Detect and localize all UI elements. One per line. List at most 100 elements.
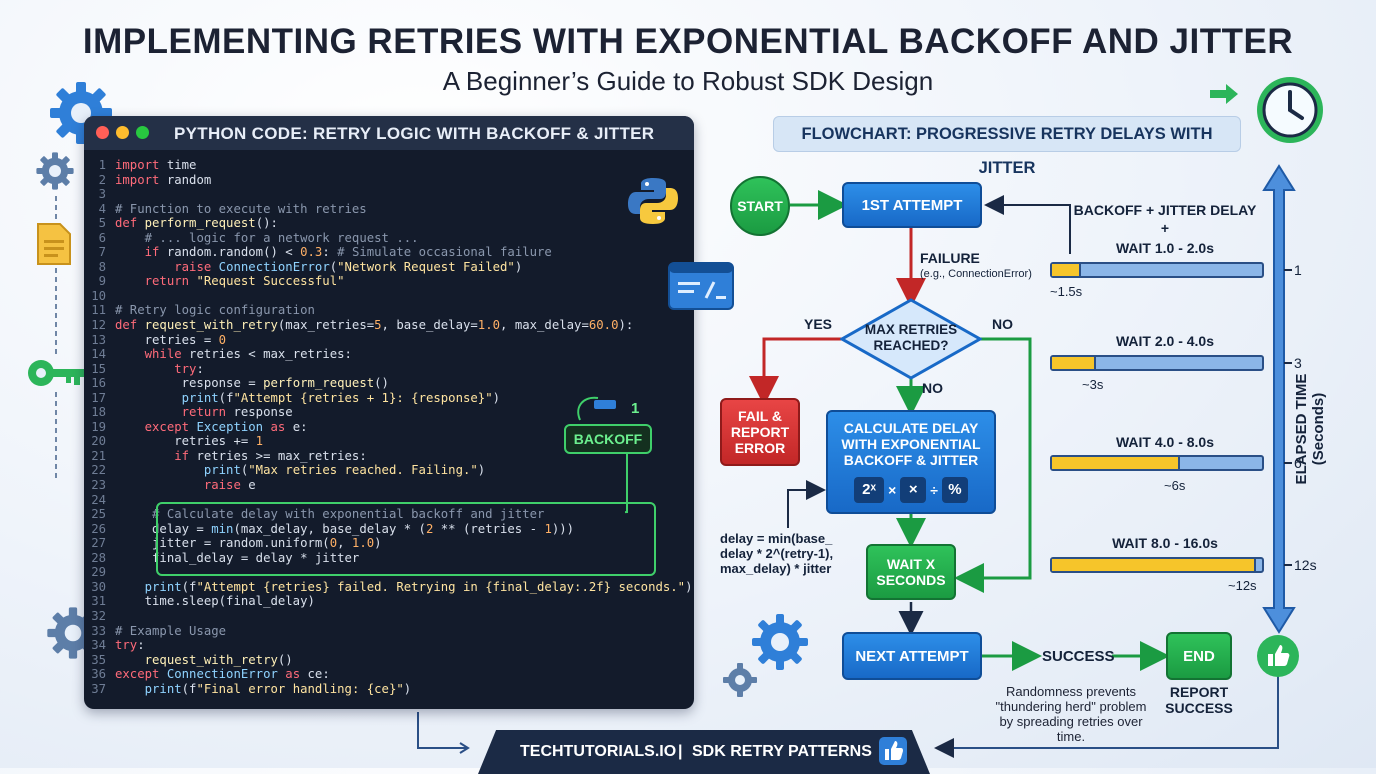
end-node: END	[1166, 632, 1232, 680]
line-number: 35	[91, 652, 106, 667]
code-line: 3	[84, 187, 694, 202]
code-line: 7 if random.random() < 0.3: # Simulate o…	[84, 245, 694, 260]
line-number: 33	[91, 623, 106, 638]
line-number: 27	[91, 536, 106, 551]
code-line: 23 raise e	[84, 478, 694, 493]
code-line: 25 # Calculate delay with exponential ba…	[84, 507, 694, 522]
code-text: import time	[115, 158, 197, 172]
code-line: 20 retries += 1	[84, 434, 694, 449]
code-line: 19 except Exception as e:	[84, 420, 694, 435]
key-icon	[28, 360, 86, 386]
delay-formula: delay = min(base_ delay * 2^(retry-1), m…	[720, 531, 834, 576]
timeline-tick: 1	[1294, 262, 1302, 278]
code-text: print(f"Attempt {retries} failed. Retryi…	[144, 579, 693, 594]
yes-label: YES	[804, 316, 833, 332]
wait-seconds-node: WAIT X SECONDS	[866, 544, 956, 600]
failure-note: (e.g., ConnectionError)	[920, 268, 1032, 280]
line-number: 31	[91, 594, 106, 609]
badge-connector	[625, 452, 628, 514]
code-line: 36 except ConnectionError as ce:	[84, 667, 694, 682]
line-number: 36	[91, 667, 106, 682]
page-title: IMPLEMENTING RETRIES WITH EXPONENTIAL BA…	[82, 22, 1294, 61]
code-text: raise e	[203, 478, 256, 493]
code-text: if retries >= max_retries:	[174, 448, 367, 463]
code-line: 32	[84, 609, 694, 624]
code-line: 16 response = perform_request()	[84, 376, 694, 391]
timeline-bar	[1050, 455, 1264, 471]
code-line: 15 try:	[84, 362, 694, 377]
line-number: 6	[98, 230, 106, 245]
connector-lines	[55, 196, 470, 754]
footer-topic: SDK RETRY PATTERNS	[692, 743, 872, 760]
code-line: 13 retries = 0	[84, 333, 694, 348]
line-number: 20	[91, 434, 106, 449]
code-line: 29	[84, 565, 694, 580]
next-attempt-node: NEXT ATTEMPT	[842, 632, 982, 680]
terminal-window-icon	[668, 262, 734, 310]
code-line: 35 request_with_retry()	[84, 653, 694, 668]
timeline-bar-fill	[1052, 559, 1256, 571]
multiply-symbol: ×	[900, 477, 927, 503]
code-text: print(f"Attempt {retries + 1}: {response…	[181, 390, 501, 405]
code-line: 26 delay = min(max_delay, base_delay * (…	[84, 522, 694, 537]
code-text: return "Request Successful"	[144, 274, 345, 289]
gears-icon	[723, 614, 808, 697]
timeline-bar	[1050, 355, 1264, 371]
code-line: 11 # Retry logic configuration	[84, 303, 694, 318]
backoff-counter: 1	[631, 400, 640, 417]
fail-report-node: FAIL & REPORT ERROR	[720, 398, 800, 466]
code-text: except ConnectionError as ce:	[115, 667, 330, 682]
code-text: def perform_request():	[115, 216, 278, 231]
gear-icon	[36, 152, 74, 190]
thundering-herd-note: Randomness prevents "thundering herd" pr…	[995, 684, 1147, 744]
code-text: delay = min(max_delay, base_delay * (2 *…	[115, 521, 575, 536]
line-number: 32	[91, 608, 106, 623]
like-icon[interactable]	[878, 736, 908, 766]
line-number: 23	[91, 478, 106, 493]
code-line: 33# Example Usage	[84, 624, 694, 639]
report-success-label: REPORT SUCCESS	[1165, 684, 1233, 716]
timeline-row-label: WAIT 2.0 - 4.0s	[1115, 333, 1215, 349]
minimize-dot-icon[interactable]	[116, 126, 129, 139]
power-symbol: 2ˣ	[854, 477, 885, 503]
decision-label: MAX RETRIES REACHED?	[864, 322, 958, 353]
close-dot-icon[interactable]	[96, 126, 109, 139]
maximize-dot-icon[interactable]	[136, 126, 149, 139]
footer-separator: |	[678, 743, 683, 760]
timeline-header-plus: +	[1160, 220, 1170, 236]
code-text: except Exception as e:	[144, 419, 308, 434]
line-number: 19	[91, 419, 106, 434]
code-text: jitter = random.uniform(0, 1.0)	[115, 536, 382, 551]
arrow-right-icon	[1210, 84, 1238, 104]
timeline-row-label: WAIT 4.0 - 8.0s	[1115, 434, 1215, 450]
code-text: def request_with_retry(max_retries=5, ba…	[115, 318, 634, 333]
divide-symbol: ÷	[930, 482, 938, 498]
code-panel-title: PYTHON CODE: RETRY LOGIC WITH BACKOFF & …	[174, 124, 655, 143]
line-number: 9	[98, 274, 106, 289]
line-number: 1	[98, 158, 106, 172]
line-number: 26	[91, 521, 106, 536]
start-node: START	[730, 176, 790, 236]
page-subtitle: A Beginner’s Guide to Robust SDK Design	[442, 66, 934, 96]
code-text: retries = 0	[115, 332, 227, 347]
decision-diamond	[840, 298, 982, 380]
code-line: 31 time.sleep(final_delay)	[84, 594, 694, 609]
elapsed-time-axis-arrow	[1262, 164, 1296, 634]
footer-brand[interactable]: TECHTUTORIALS.IO	[520, 743, 677, 760]
line-number: 11	[91, 303, 106, 318]
calc-symbols: 2ˣ × × ÷ %	[838, 474, 984, 506]
line-number: 24	[91, 492, 106, 507]
code-text: print(f"Final error handling: {ce}")	[144, 681, 412, 696]
code-text: # Retry logic configuration	[115, 303, 315, 318]
code-line: 9 return "Request Successful"	[84, 274, 694, 289]
loop-arrow-icon	[577, 396, 616, 421]
code-line: 18 return response	[84, 405, 694, 420]
code-line: 4# Function to execute with retries	[84, 202, 694, 217]
line-number: 28	[91, 550, 106, 565]
success-label: SUCCESS	[1042, 648, 1115, 665]
